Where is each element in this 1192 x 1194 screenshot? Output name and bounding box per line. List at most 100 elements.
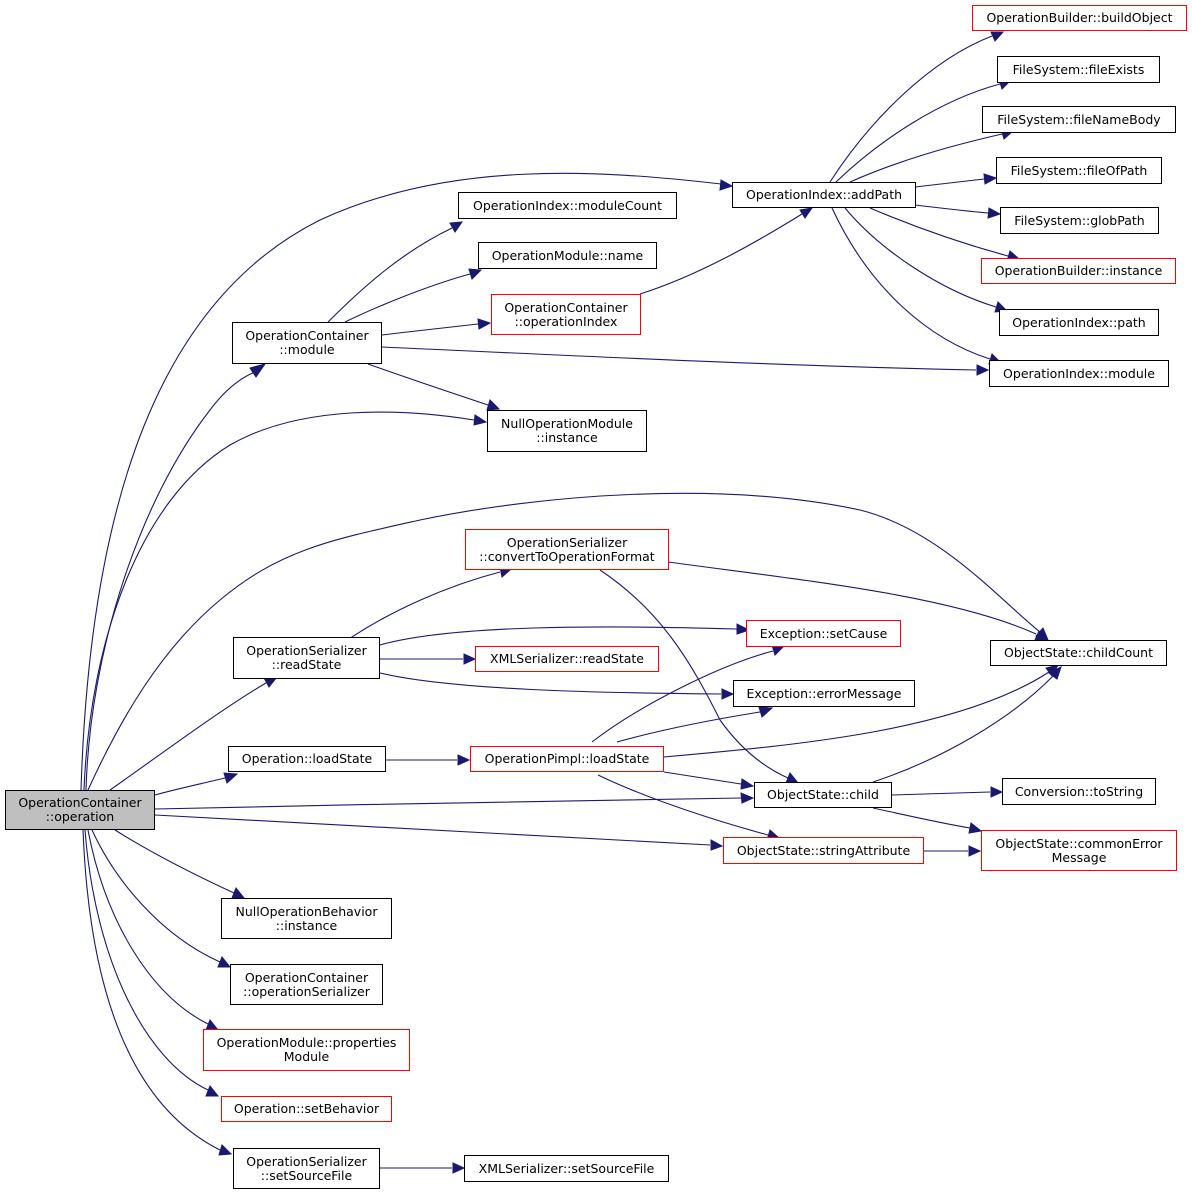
node-operationcontainer-operationindex[interactable]: OperationContainer ::operationIndex: [491, 294, 641, 335]
node-label: Exception::setCause: [759, 625, 888, 641]
node-label: OperationModule::properties Module: [216, 1035, 397, 1064]
node-objectstate-child[interactable]: ObjectState::child: [754, 782, 892, 808]
node-label: ObjectState::child: [767, 787, 879, 802]
node-operationcontainer-operationserializer[interactable]: OperationContainer ::operationSerializer: [230, 964, 383, 1005]
node-label: Conversion::toString: [1014, 783, 1144, 799]
node-label: OperationSerializer ::convertToOperation…: [479, 534, 655, 564]
node-operationbuilder-instance[interactable]: OperationBuilder::instance: [981, 258, 1176, 284]
node-operationindex-addpath[interactable]: OperationIndex::addPath: [732, 182, 916, 208]
node-operationindex-modulecount[interactable]: OperationIndex::moduleCount: [458, 192, 677, 219]
node-label: Operation::setBehavior: [233, 1101, 380, 1116]
node-label: OperationModule::name: [491, 247, 644, 263]
node-exception-setcause[interactable]: Exception::setCause: [746, 620, 901, 647]
node-label: NullOperationBehavior ::instance: [235, 903, 378, 933]
node-label: OperationPimpl::loadState: [484, 751, 650, 766]
node-objectstate-childcount[interactable]: ObjectState::childCount: [990, 640, 1167, 666]
node-filesystem-globpath[interactable]: FileSystem::globPath: [1000, 207, 1159, 234]
node-label: OperationContainer ::module: [245, 328, 369, 357]
edge-root-op-loadstate: [154, 772, 239, 796]
node-operationserializer-readstate[interactable]: OperationSerializer ::readState: [233, 637, 380, 679]
edge-opploadstate-childcount: [663, 664, 1059, 758]
edge-opc-module-opm-name: [344, 268, 483, 323]
edge-addpath-opimodule: [831, 207, 1003, 365]
node-exception-errormessage[interactable]: Exception::errorMessage: [733, 680, 915, 707]
node-label: OperationSerializer ::readState: [246, 643, 367, 672]
node-operationmodule-name[interactable]: OperationModule::name: [478, 242, 657, 269]
node-operationcontainer-operation: OperationContainer ::operation: [5, 790, 155, 830]
edge-stringattr-commonerror: [924, 845, 982, 857]
node-label: Operation::loadState: [241, 751, 373, 766]
node-label: FileSystem::globPath: [1014, 212, 1145, 228]
node-filesystem-fileofpath[interactable]: FileSystem::fileOfPath: [996, 157, 1162, 184]
node-label: OperationIndex::path: [1012, 314, 1146, 330]
edge-root-ostate-stringattr: [154, 814, 724, 851]
node-xmlserializer-readstate[interactable]: XMLSerializer::readState: [475, 646, 659, 672]
node-filesystem-fileexists[interactable]: FileSystem::fileExists: [997, 56, 1160, 83]
node-xmlserializer-setsourcefile[interactable]: XMLSerializer::setSourceFile: [464, 1155, 669, 1182]
edge-oploadstate-opploadstate: [385, 754, 471, 766]
edge-child-tostring: [891, 786, 1004, 798]
node-operationmodule-propertiesmodule[interactable]: OperationModule::properties Module: [203, 1029, 410, 1071]
edge-opc-module-nom-instance: [367, 363, 501, 411]
edge-child-childcount: [872, 666, 1062, 783]
node-label: OperationContainer ::operationIndex: [504, 299, 628, 329]
edge-root-opc-opserializer: [91, 829, 232, 968]
edge-root-os-readstate: [109, 676, 279, 791]
edge-setsourcefile-xmlsetsourcefile: [380, 1162, 466, 1174]
node-operationbuilder-buildobject[interactable]: OperationBuilder::buildObject: [972, 5, 1187, 31]
node-objectstate-stringattribute[interactable]: ObjectState::stringAttribute: [723, 837, 924, 864]
edge-readstate-convert: [339, 566, 513, 646]
node-objectstate-commonerrormessage[interactable]: ObjectState::commonError Message: [981, 830, 1177, 871]
node-label: OperationIndex::addPath: [745, 187, 903, 202]
edge-readstate-setcause: [379, 623, 751, 646]
edge-opc-module-opc-operationindex: [381, 318, 492, 336]
edge-root-nom-instance: [83, 411, 488, 791]
node-nulloperationbehavior-instance[interactable]: NullOperationBehavior ::instance: [221, 898, 392, 939]
node-label: FileSystem::fileExists: [1012, 61, 1145, 77]
node-label: OperationBuilder::instance: [994, 263, 1163, 278]
node-label: FileSystem::fileOfPath: [1010, 162, 1148, 178]
edge-root-ostate-child: [154, 792, 755, 810]
edge-opploadstate-child: [663, 771, 755, 790]
edge-opc-module-opi-modulecount: [327, 221, 464, 323]
node-operationserializer-converttooperationformat[interactable]: OperationSerializer ::convertToOperation…: [465, 529, 669, 570]
node-conversion-tostring[interactable]: Conversion::toString: [1002, 778, 1156, 805]
node-operationindex-path[interactable]: OperationIndex::path: [999, 309, 1159, 336]
edge-addpath-filenamebody: [849, 128, 1015, 183]
node-label: OperationContainer ::operation: [18, 795, 142, 824]
node-label: ObjectState::stringAttribute: [736, 842, 911, 858]
edge-addpath-globpath: [914, 204, 1002, 219]
edge-addpath-buildobject: [829, 31, 1005, 183]
node-label: Exception::errorMessage: [746, 685, 902, 701]
edge-root-op-setbehavior: [84, 829, 220, 1097]
node-nulloperationmodule-instance[interactable]: NullOperationModule ::instance: [487, 410, 647, 452]
edge-opploadstate-setcause: [591, 644, 786, 743]
node-operationcontainer-module[interactable]: OperationContainer ::module: [232, 322, 382, 364]
node-label: XMLSerializer::readState: [490, 651, 644, 666]
node-operation-loadstate[interactable]: Operation::loadState: [228, 746, 386, 772]
edge-root-os-setsourcefile: [82, 829, 233, 1156]
node-label: OperationContainer ::operationSerializer: [243, 969, 370, 999]
edge-opc-module-opi-module: [381, 346, 990, 376]
edge-opploadstate-errormessage: [616, 706, 774, 743]
node-label: FileSystem::fileNameBody: [997, 111, 1161, 127]
node-label: OperationSerializer ::setSourceFile: [246, 1153, 367, 1183]
node-label: OperationBuilder::buildObject: [986, 10, 1173, 25]
edge-addpath-fileofpath: [914, 173, 998, 188]
edge-readstate-errormessage: [379, 672, 735, 700]
node-label: XMLSerializer::setSourceFile: [478, 1160, 655, 1176]
edge-child-commonerror: [872, 807, 983, 834]
edge-root-nob-instance: [114, 829, 246, 899]
edge-opc-operationindex-opi-addpath: [639, 207, 814, 295]
node-operation-setbehavior[interactable]: Operation::setBehavior: [221, 1096, 392, 1122]
node-label: NullOperationModule ::instance: [501, 416, 633, 445]
node-label: ObjectState::childCount: [1003, 645, 1154, 660]
node-operationpimpl-loadstate[interactable]: OperationPimpl::loadState: [470, 746, 664, 772]
edge-root-opc-module: [85, 363, 267, 791]
node-operationindex-module[interactable]: OperationIndex::module: [989, 360, 1169, 387]
edge-root-opi-addpath: [80, 172, 734, 791]
node-label: ObjectState::commonError Message: [995, 835, 1163, 865]
node-operationserializer-setsourcefile[interactable]: OperationSerializer ::setSourceFile: [233, 1148, 380, 1189]
node-filesystem-filenamebody[interactable]: FileSystem::fileNameBody: [982, 106, 1176, 133]
node-label: OperationIndex::module: [1003, 365, 1155, 381]
